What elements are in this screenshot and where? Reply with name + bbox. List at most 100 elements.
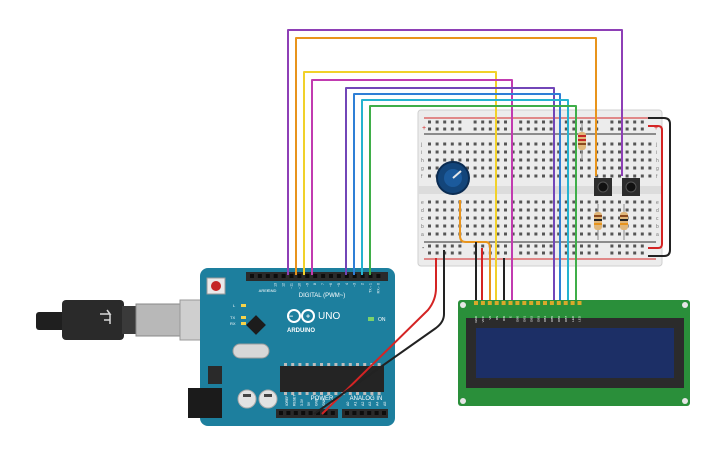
rail-hole xyxy=(481,120,485,124)
breadboard-hole xyxy=(473,174,477,178)
breadboard-hole xyxy=(564,208,568,212)
header-hole xyxy=(297,274,302,278)
wire-green-pin2 xyxy=(369,105,577,300)
lcd-pin xyxy=(570,301,575,305)
breadboard-hole xyxy=(496,216,500,220)
breadboard-hole xyxy=(625,158,629,162)
header-hole xyxy=(305,274,310,278)
rail-hole xyxy=(633,244,637,248)
breadboard-hole xyxy=(564,216,568,220)
rail-hole xyxy=(640,127,644,131)
rail-hole xyxy=(587,251,591,255)
breadboard-hole xyxy=(428,232,431,236)
breadboard-hole xyxy=(466,224,469,228)
lcd-pin-label: DB5 xyxy=(550,316,554,322)
rail-hole xyxy=(473,120,477,124)
wire-purple-pin13 xyxy=(287,29,623,275)
power-pin-label: 3.3V xyxy=(300,398,304,406)
breadboard-hole xyxy=(618,208,621,212)
breadboard-hole xyxy=(602,208,606,212)
push-button-left-cap xyxy=(597,181,609,193)
breadboard-hole xyxy=(473,142,477,146)
breadboard-hole xyxy=(587,166,591,170)
rail-hole xyxy=(519,251,523,255)
breadboard-hole xyxy=(511,174,515,178)
rail-hole xyxy=(549,120,553,124)
rail-hole xyxy=(640,244,644,248)
breadboard-hole xyxy=(488,232,492,236)
breadboard-hole xyxy=(572,142,576,146)
rail-hole xyxy=(496,120,500,124)
breadboard-hole xyxy=(496,158,500,162)
lcd-pin-label: RS xyxy=(495,316,499,320)
chip-pin xyxy=(341,363,345,366)
breadboard-hole xyxy=(481,166,485,170)
lcd-mount-hole-3 xyxy=(460,398,466,404)
breadboard-hole xyxy=(648,232,652,236)
breadboard-hole xyxy=(610,208,614,212)
breadboard-hole xyxy=(587,158,591,162)
breadboard-hole xyxy=(633,224,637,228)
breadboard-hole xyxy=(572,158,576,162)
breadboard-hole xyxy=(504,224,507,228)
breadboard-hole xyxy=(618,224,621,228)
chip-pin xyxy=(348,392,352,395)
breadboard-hole xyxy=(534,174,538,178)
breadboard-hole xyxy=(488,174,492,178)
breadboard-hole xyxy=(534,158,538,162)
breadboard-hole xyxy=(572,216,576,220)
chip-pin xyxy=(291,392,295,395)
breadboard-hole xyxy=(504,174,507,178)
breadboard-hole xyxy=(534,142,538,146)
breadboard-hole xyxy=(496,150,500,154)
breadboard-hole xyxy=(557,158,561,162)
breadboard-hole xyxy=(610,224,614,228)
breadboard-hole xyxy=(564,142,568,146)
lcd-pin-label: VCC xyxy=(481,315,485,322)
breadboard-hole xyxy=(625,232,629,236)
breadboard-hole xyxy=(610,232,614,236)
breadboard-hole xyxy=(542,232,545,236)
rail-hole xyxy=(428,251,431,255)
rail-hole xyxy=(450,244,454,248)
lcd-pin-label: DB4 xyxy=(543,316,547,322)
rail-hole xyxy=(481,127,485,131)
breadboard-hole xyxy=(526,224,530,228)
breadboard-hole xyxy=(435,142,439,146)
breadboard-hole xyxy=(443,216,447,220)
digital-pin-label: RX←0 xyxy=(376,283,380,293)
breadboard-hole xyxy=(428,142,431,146)
rail-hole xyxy=(519,244,523,248)
rail-hole xyxy=(610,251,614,255)
breadboard-hole xyxy=(587,150,591,154)
breadboard-hole xyxy=(534,166,538,170)
rail-hole xyxy=(618,244,621,248)
rail-hole xyxy=(496,251,500,255)
gnd-label: GND xyxy=(268,288,277,293)
analog-pin-label: A5 xyxy=(383,402,387,406)
breadboard-hole xyxy=(534,232,538,236)
breadboard-hole xyxy=(640,158,644,162)
chip-pin xyxy=(363,392,367,395)
header-hole xyxy=(286,411,291,415)
potentiometer xyxy=(436,161,470,195)
breadboard-hole xyxy=(496,224,500,228)
breadboard-hole xyxy=(564,224,568,228)
breadboard-hole xyxy=(572,208,576,212)
rail-hole xyxy=(428,127,431,131)
breadboard-hole xyxy=(534,150,538,154)
breadboard-hole xyxy=(640,166,644,170)
breadboard-hole xyxy=(526,166,530,170)
breadboard-hole xyxy=(443,200,447,204)
rail-hole xyxy=(519,127,523,131)
usb-icon xyxy=(100,309,112,324)
header-hole xyxy=(281,274,286,278)
breadboard-hole xyxy=(511,216,515,220)
header-hole xyxy=(293,411,298,415)
rail-hole xyxy=(595,251,599,255)
breadboard-hole xyxy=(602,216,606,220)
rail-hole xyxy=(534,120,538,124)
breadboard-hole xyxy=(587,216,591,220)
breadboard-hole xyxy=(435,200,439,204)
